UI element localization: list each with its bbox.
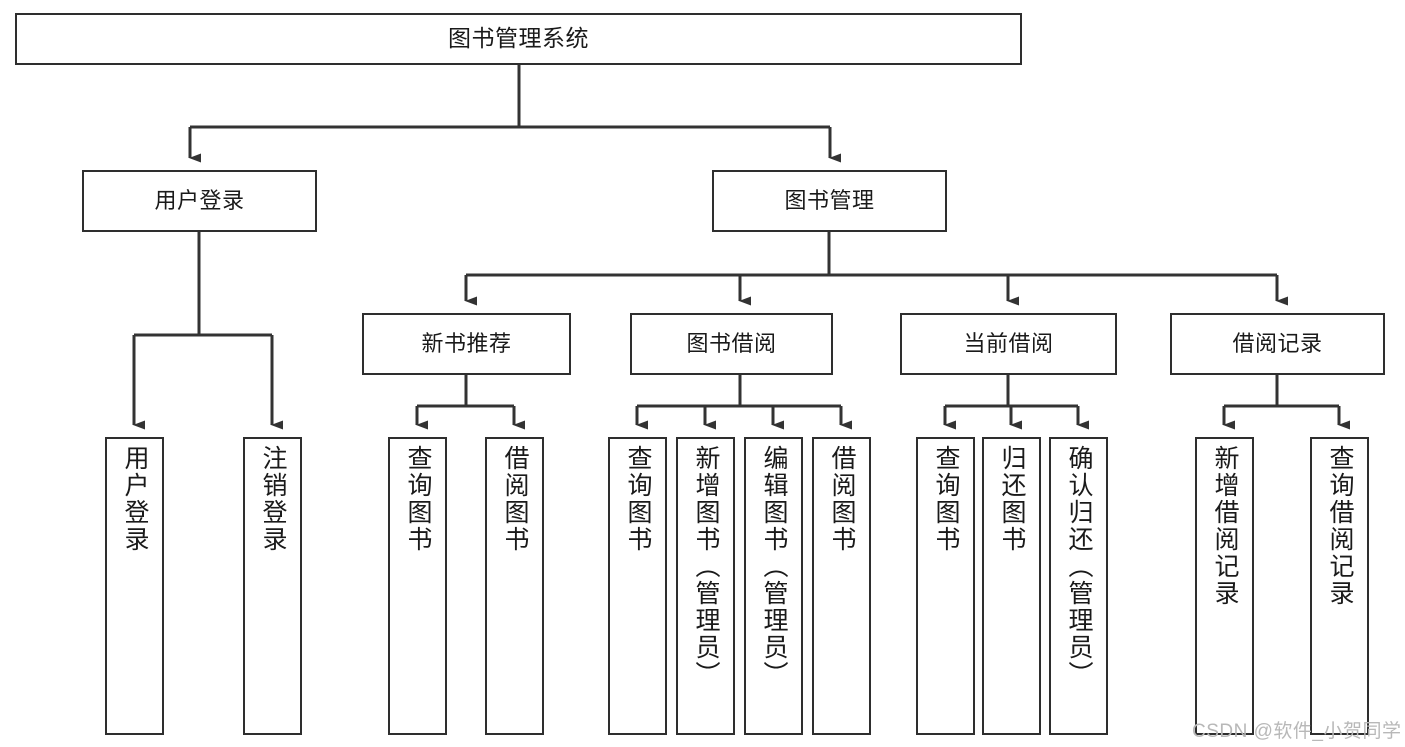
node-leaf-query-book-1-label: 查询图书 <box>404 445 432 553</box>
node-leaf-query-book-2[interactable]: 查询图书 <box>608 437 667 735</box>
node-leaf-query-book-1[interactable]: 查询图书 <box>388 437 447 735</box>
node-leaf-add-book-label: 新增图书（管理员） <box>692 445 720 688</box>
node-root[interactable]: 图书管理系统 <box>15 13 1022 65</box>
node-leaf-borrow-book-2[interactable]: 借阅图书 <box>812 437 871 735</box>
node-leaf-borrow-book-2-label: 借阅图书 <box>828 445 856 553</box>
node-leaf-logout[interactable]: 注销登录 <box>243 437 302 735</box>
node-leaf-edit-book[interactable]: 编辑图书（管理员） <box>744 437 803 735</box>
node-leaf-return-book-label: 归还图书 <box>998 445 1026 553</box>
node-book-manage-label: 图书管理 <box>784 187 875 213</box>
node-leaf-confirm-return-label: 确认归还（管理员） <box>1065 445 1093 688</box>
node-leaf-user-login-label: 用户登录 <box>121 445 149 553</box>
node-leaf-add-book[interactable]: 新增图书（管理员） <box>676 437 735 735</box>
node-leaf-return-book[interactable]: 归还图书 <box>982 437 1041 735</box>
node-book-borrow[interactable]: 图书借阅 <box>630 313 833 375</box>
node-book-manage[interactable]: 图书管理 <box>712 170 947 232</box>
node-leaf-add-record-label: 新增借阅记录 <box>1211 445 1239 607</box>
node-user-login-label: 用户登录 <box>154 187 245 213</box>
node-leaf-query-record-label: 查询借阅记录 <box>1326 445 1354 607</box>
node-new-book-recommend[interactable]: 新书推荐 <box>362 313 571 375</box>
node-current-borrow-label: 当前借阅 <box>963 330 1054 356</box>
node-borrow-record[interactable]: 借阅记录 <box>1170 313 1385 375</box>
node-leaf-query-book-2-label: 查询图书 <box>624 445 652 553</box>
node-borrow-record-label: 借阅记录 <box>1232 330 1323 356</box>
node-leaf-add-record[interactable]: 新增借阅记录 <box>1195 437 1254 735</box>
node-leaf-logout-label: 注销登录 <box>259 445 287 553</box>
node-leaf-query-book-3[interactable]: 查询图书 <box>916 437 975 735</box>
node-leaf-confirm-return[interactable]: 确认归还（管理员） <box>1049 437 1108 735</box>
node-user-login[interactable]: 用户登录 <box>82 170 317 232</box>
node-root-label: 图书管理系统 <box>448 25 589 52</box>
node-leaf-edit-book-label: 编辑图书（管理员） <box>760 445 788 688</box>
node-new-book-recommend-label: 新书推荐 <box>421 330 512 356</box>
node-leaf-query-book-3-label: 查询图书 <box>932 445 960 553</box>
node-leaf-borrow-book-1-label: 借阅图书 <box>501 445 529 553</box>
node-leaf-borrow-book-1[interactable]: 借阅图书 <box>485 437 544 735</box>
node-current-borrow[interactable]: 当前借阅 <box>900 313 1117 375</box>
node-leaf-user-login[interactable]: 用户登录 <box>105 437 164 735</box>
node-book-borrow-label: 图书借阅 <box>686 330 777 356</box>
node-leaf-query-record[interactable]: 查询借阅记录 <box>1310 437 1369 735</box>
